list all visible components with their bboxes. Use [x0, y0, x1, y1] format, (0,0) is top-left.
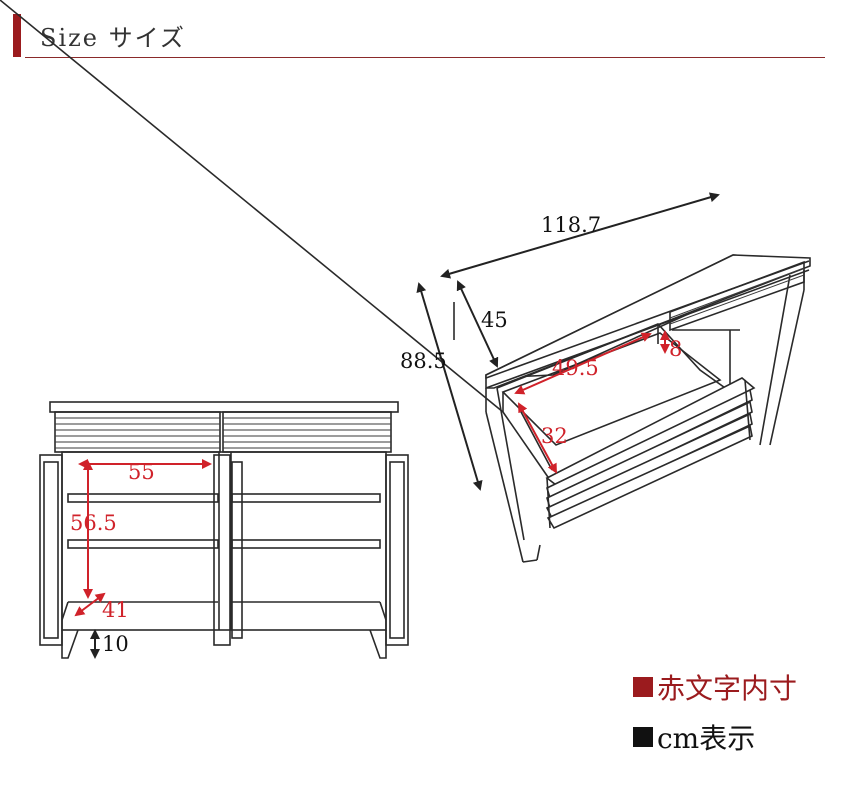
- legend-red-label: 赤文字内寸: [657, 672, 798, 705]
- legend: 赤文字内寸 cm表示: [633, 667, 797, 767]
- height-label: 88.5: [400, 349, 447, 373]
- legend-black-item: cm表示: [633, 717, 797, 757]
- shelf-depth-label: 41: [102, 598, 129, 622]
- drawer-height-label: 8: [669, 337, 682, 361]
- isometric-view-drawing: [0, 0, 811, 563]
- header-accent-bar: [13, 14, 21, 57]
- shelf-width-label: 55: [128, 460, 155, 484]
- red-square-icon: [633, 677, 653, 697]
- drawer-width-label: 49.5: [552, 356, 599, 380]
- depth-label: 45: [481, 308, 508, 332]
- legend-red-item: 赤文字内寸: [633, 667, 797, 707]
- front-view-drawing: [39, 401, 409, 659]
- drawer-depth-label: 32: [541, 424, 568, 448]
- shelf-height-label: 56.5: [70, 511, 117, 535]
- width-label: 118.7: [541, 213, 601, 237]
- leg-height-label: 10: [102, 632, 129, 656]
- black-square-icon: [633, 727, 653, 747]
- legend-black-label: cm表示: [657, 722, 756, 755]
- page-title: Size サイズ: [40, 24, 186, 52]
- header-divider: [25, 57, 825, 58]
